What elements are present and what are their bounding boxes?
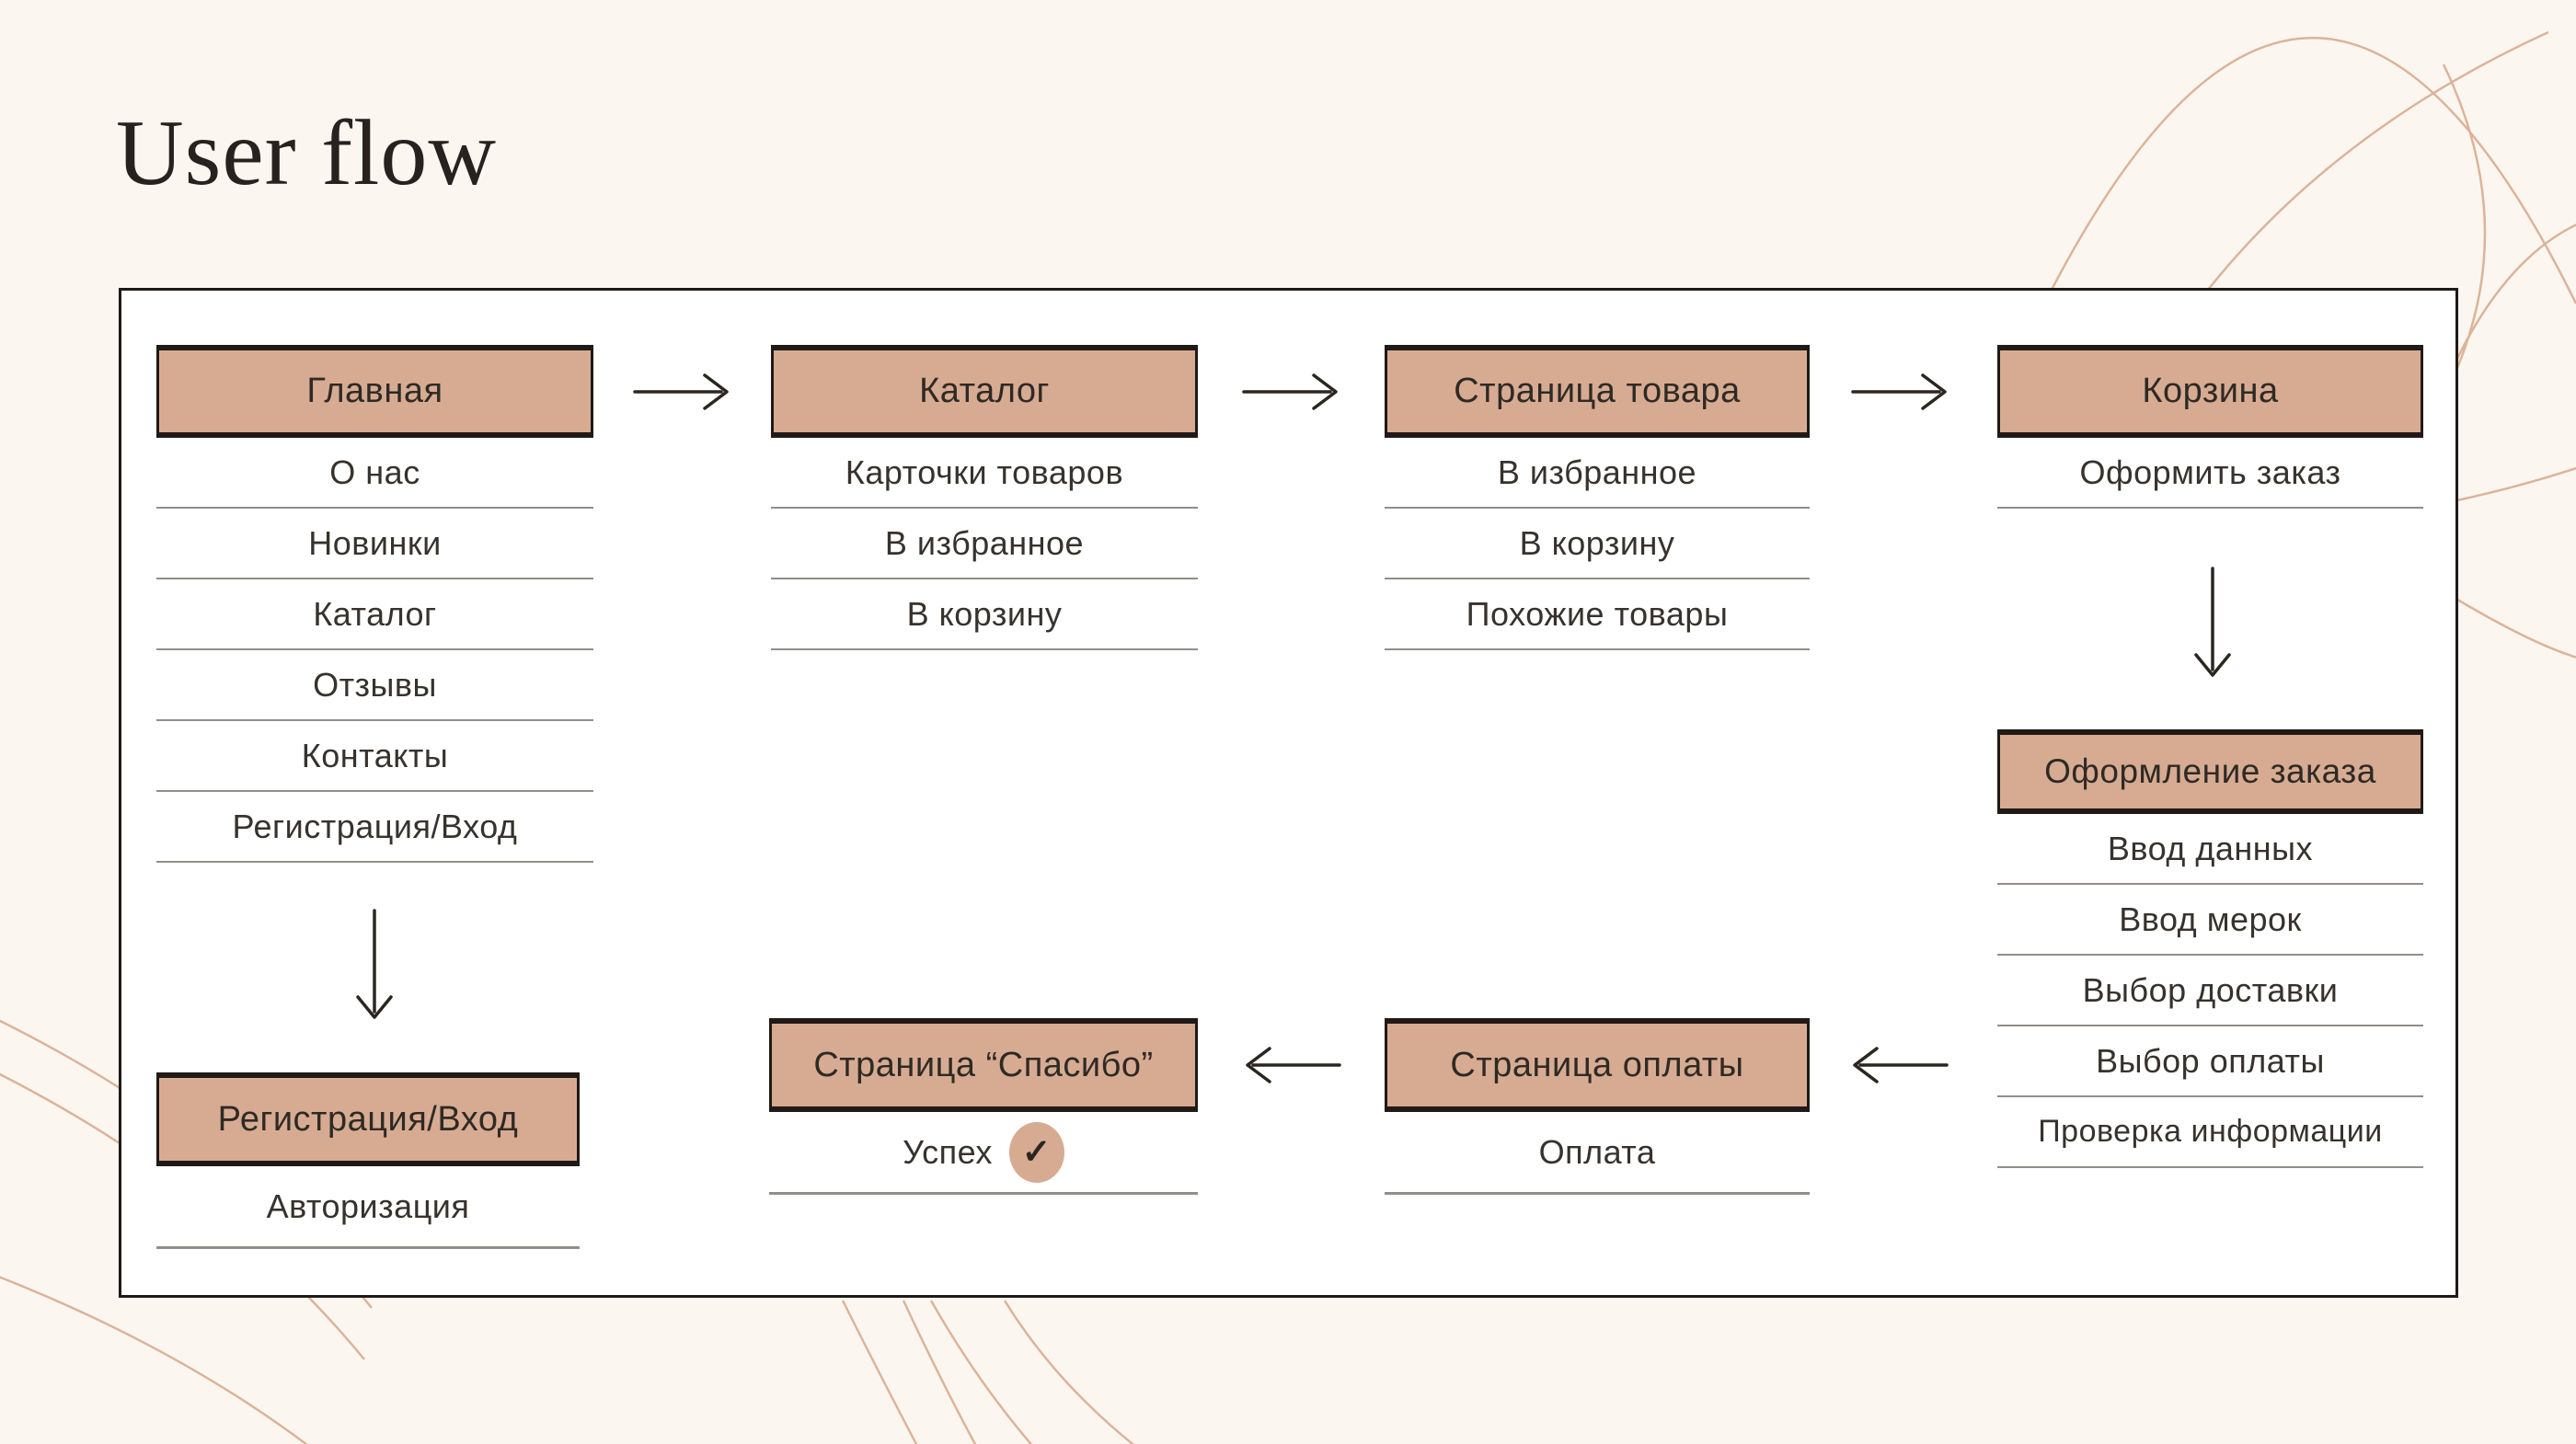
node-checkout: Оформление заказа Ввод данных Ввод мерок… [1997,729,2423,1168]
node-payment-header: Страница оплаты [1385,1018,1810,1112]
flow-item: Новинки [156,509,593,579]
node-thanks-header: Страница “Спасибо” [769,1018,1198,1112]
flow-item: Карточки товаров [771,438,1198,509]
node-product-header: Страница товара [1385,345,1810,438]
flow-item: Проверка информации [1997,1097,2423,1168]
decor-arc [0,1276,308,1444]
decor-arc [902,1300,977,1444]
flow-item: Похожие товары [1385,579,1810,650]
node-main: Главная О нас Новинки Каталог Отзывы Кон… [156,345,593,863]
decor-arc [2207,30,2549,291]
decor-arc [2454,596,2576,659]
flow-item: Отзывы [156,650,593,721]
flow-item: Оформить заказ [1997,438,2423,509]
flow-item: В избранное [771,509,1198,579]
flow-item: О нас [156,438,593,509]
check-icon: ✓ [1021,1133,1052,1172]
node-cart: Корзина Оформить заказ [1997,345,2423,509]
decor-arc [2438,63,2487,406]
flow-item: В избранное [1385,438,1810,509]
decor-arc [841,1300,918,1444]
flow-item: Контакты [156,721,593,792]
flow-item: Выбор оплаты [1997,1026,2423,1097]
node-checkout-header: Оформление заказа [1997,729,2423,814]
node-auth-header: Регистрация/Вход [156,1072,580,1166]
flow-item: В корзину [1385,509,1810,579]
node-cart-header: Корзина [1997,345,2423,438]
flow-item: Оплата [1385,1112,1810,1195]
decor-arc [2451,223,2576,369]
node-thanks: Страница “Спасибо” Успех ✓ [769,1018,1198,1195]
flow-item: Авторизация [156,1166,580,1249]
decor-arc [2452,466,2576,503]
flow-item: Ввод мерок [1997,885,2423,956]
flow-item: Успех ✓ [769,1112,1198,1195]
flow-item: Выбор доставки [1997,956,2423,1026]
decor-arc [2050,37,2576,304]
decor-arc [1003,1300,1135,1444]
node-catalog: Каталог Карточки товаров В избранное В к… [771,345,1198,650]
success-badge: ✓ [1008,1121,1064,1183]
page-title: User flow [116,101,498,205]
node-catalog-header: Каталог [771,345,1198,438]
flow-item: Каталог [156,579,593,650]
flow-item-label: Успех [903,1132,993,1171]
flow-item: Ввод данных [1997,814,2423,885]
flow-item: Регистрация/Вход [156,792,593,863]
decor-arc [929,1300,1033,1444]
node-product: Страница товара В избранное В корзину По… [1385,345,1810,650]
node-payment: Страница оплаты Оплата [1385,1018,1810,1195]
flow-item: В корзину [771,579,1198,650]
node-auth: Регистрация/Вход Авторизация [156,1072,580,1249]
node-main-header: Главная [156,345,593,438]
